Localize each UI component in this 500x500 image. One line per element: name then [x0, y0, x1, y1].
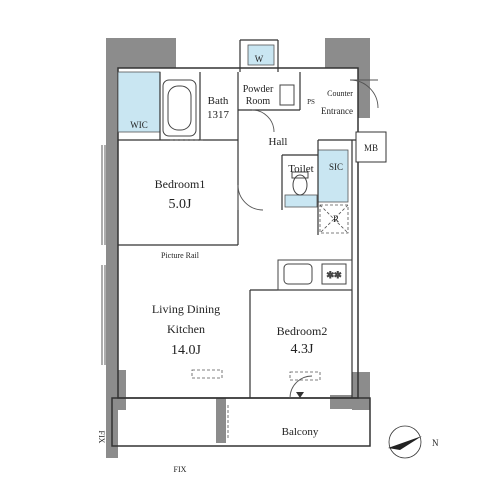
label-ldk-2: Kitchen: [167, 322, 205, 336]
label-bedroom1-size: 5.0J: [169, 197, 193, 212]
toilet-fixture: [279, 84, 309, 196]
label-balcony: Balcony: [282, 426, 319, 438]
label-powder-1: Powder: [243, 84, 274, 95]
label-ps: PS: [307, 98, 315, 106]
label-bedroom2: Bedroom2: [277, 324, 328, 338]
mb-box: [355, 131, 387, 163]
compass-icon: N: [388, 425, 439, 459]
label-bath: Bath: [208, 95, 229, 107]
wet-areas: [117, 44, 349, 208]
label-washer: W: [255, 54, 264, 64]
label-toilet: Toilet: [288, 163, 314, 175]
windows: [101, 145, 106, 365]
label-counter: Counter: [327, 89, 353, 98]
label-powder-2: Room: [246, 96, 271, 107]
label-ldk-size: 14.0J: [171, 343, 202, 358]
label-bath-size: 1317: [207, 109, 230, 121]
label-sic: SIC: [329, 162, 343, 172]
outer-walls: [111, 67, 371, 447]
dashed-outlines: [170, 139, 349, 440]
label-mb: MB: [364, 143, 378, 153]
label-fix-side: FIX: [97, 431, 106, 444]
label-fix-bottom: FIX: [174, 465, 187, 474]
label-bedroom1: Bedroom1: [155, 177, 206, 191]
bathtub: [162, 79, 197, 137]
compass-north-label: N: [432, 438, 439, 448]
label-refrigerator: R: [333, 214, 339, 224]
stove-icon: ✲✲: [326, 270, 341, 280]
label-wic: WIC: [130, 120, 148, 130]
label-entrance: Entrance: [321, 106, 353, 116]
balcony-arrow-icon: [296, 392, 304, 398]
label-bedroom2-size: 4.3J: [291, 342, 315, 357]
doors: [237, 79, 379, 399]
label-hall: Hall: [269, 136, 288, 148]
kitchen-counter: ✲✲: [277, 259, 353, 291]
label-picture-rail: Picture Rail: [161, 251, 200, 260]
label-ldk-1: Living Dining: [152, 302, 220, 316]
